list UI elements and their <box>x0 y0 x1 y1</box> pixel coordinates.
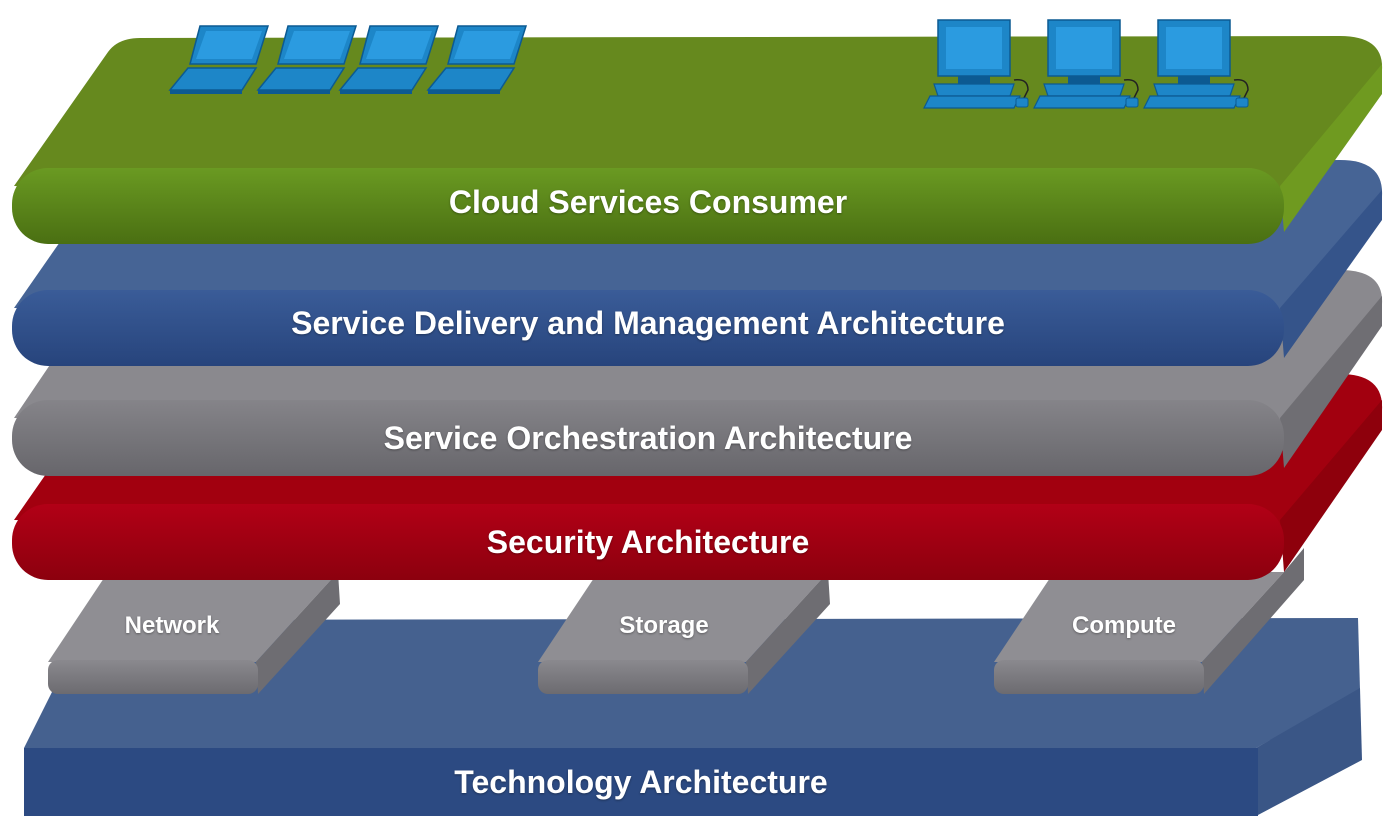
desktop-computer-icon <box>1033 19 1139 109</box>
security-layer-label: Security Architecture <box>486 524 810 560</box>
technology-layer-label: Technology Architecture <box>454 764 828 800</box>
pillar-network <box>48 572 340 694</box>
pillar-storage-label: Storage <box>619 612 709 639</box>
desktop-computer-icon <box>923 19 1029 109</box>
pillar-compute <box>994 548 1304 694</box>
desktop-computer-icon <box>1143 19 1249 109</box>
service-delivery-layer-label: Service Delivery and Management Architec… <box>291 305 1005 341</box>
laptop-icon <box>426 25 528 94</box>
service-orchestration-layer-label: Service Orchestration Architecture <box>383 420 913 456</box>
consumer-layer-label: Cloud Services Consumer <box>448 184 848 220</box>
laptop-icon <box>168 25 270 94</box>
pillar-network-label: Network <box>124 612 220 639</box>
laptop-icon <box>338 25 440 94</box>
pillar-compute-label: Compute <box>1072 612 1176 639</box>
laptop-icon <box>256 25 358 94</box>
pillar-storage <box>538 572 830 694</box>
